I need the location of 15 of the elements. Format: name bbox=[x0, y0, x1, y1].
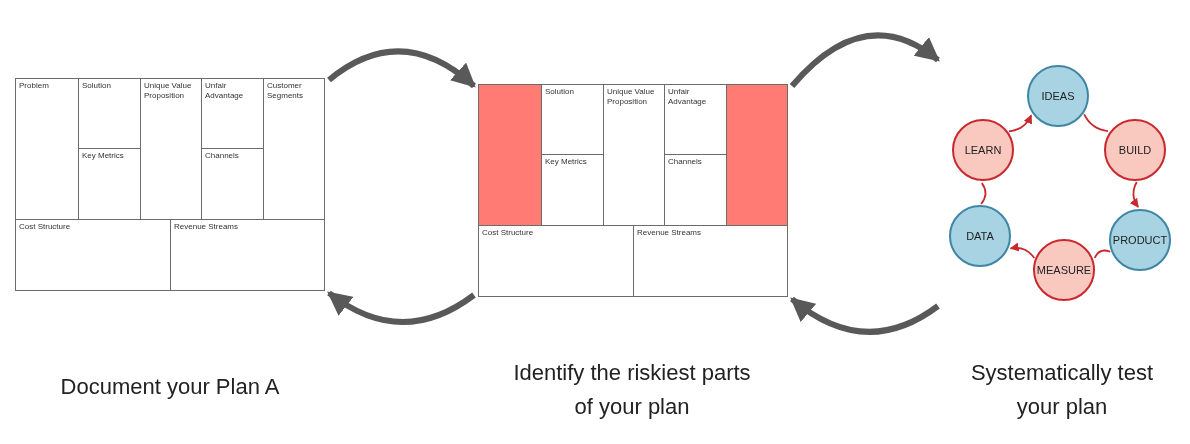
curved-arrow bbox=[790, 296, 940, 335]
highlighted-cell bbox=[478, 84, 542, 226]
node-label: Document your Plan A bbox=[59, 373, 281, 401]
curved-arrow bbox=[327, 290, 476, 325]
node-label: Systematically test your plan bbox=[969, 359, 1155, 421]
connector-line bbox=[1083, 113, 1109, 132]
connector-line bbox=[980, 182, 987, 205]
arrow bbox=[1008, 114, 1033, 133]
highlighted-cell bbox=[726, 84, 788, 226]
curved-arrow bbox=[789, 32, 940, 89]
canvas-grid bbox=[15, 78, 325, 291]
arrow bbox=[1129, 181, 1140, 208]
curved-arrow bbox=[327, 48, 476, 89]
canvas-grid bbox=[478, 84, 788, 297]
node-label: Identify the riskiest parts of your plan bbox=[512, 359, 752, 421]
